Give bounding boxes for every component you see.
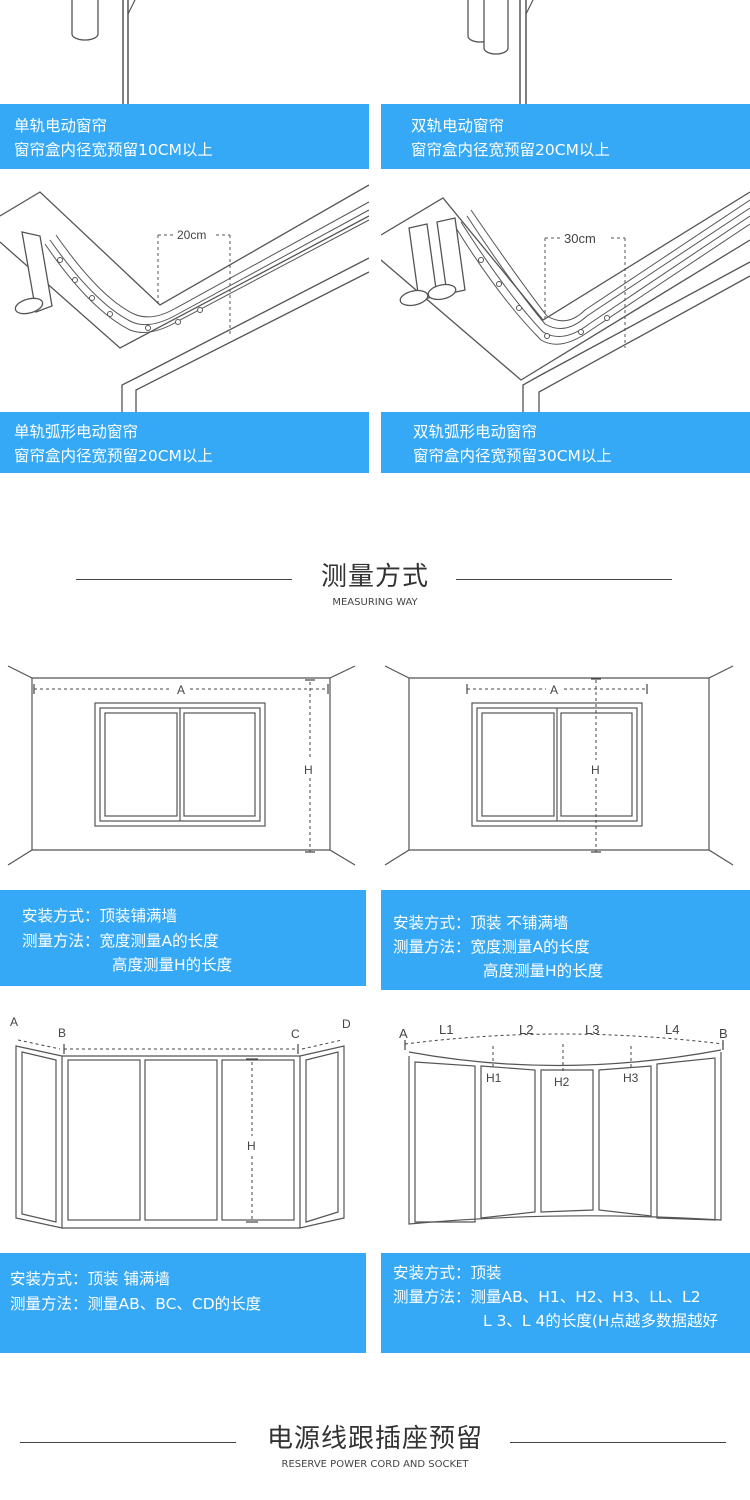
power-subtitle: RESERVE POWER CORD AND SOCKET [281, 1459, 469, 1470]
bay-label-d: D [342, 1017, 351, 1031]
single-arc-dim-label: 20cm [177, 228, 206, 242]
bay-window-install: 安装方式：顶装 铺满墙 [10, 1270, 170, 1288]
bay-label-h: H [247, 1139, 256, 1153]
double-arc-dim-label: 30cm [564, 231, 596, 246]
arc-label-l4: L4 [665, 1022, 679, 1037]
arc-label-h2: H2 [554, 1075, 570, 1089]
single-arc-rail-caption: 单轨弧形电动窗帘 窗帘盒内径宽预留20CM以上 [0, 412, 369, 473]
partial-wall-label-h: H [591, 763, 600, 777]
full-wall-install: 安装方式：顶装铺满墙 [22, 907, 178, 925]
arc-label-l2: L2 [519, 1022, 533, 1037]
double-arc-rail-note: 窗帘盒内径宽预留30CM以上 [413, 447, 612, 465]
measuring-subtitle: MEASURING WAY [332, 597, 418, 608]
full-wall-label-a: A [177, 683, 185, 697]
partial-wall-install: 安装方式：顶装 不铺满墙 [393, 914, 569, 932]
full-wall-window-diagram: A H [7, 665, 356, 866]
bay-window-method: 测量方法：测量AB、BC、CD的长度 [10, 1295, 262, 1313]
bay-label-c: C [291, 1027, 300, 1041]
partial-wall-height: 高度测量H的长度 [483, 962, 604, 980]
partial-wall-window-diagram: A H [384, 665, 734, 866]
arc-label-b: B [719, 1026, 728, 1041]
measuring-divider-left [76, 579, 292, 580]
full-wall-method: 测量方法：宽度测量A的长度 [22, 932, 219, 950]
arc-window-method: 测量方法：测量AB、H1、H2、H3、LL、L2 [393, 1288, 701, 1306]
bay-window-diagram: A B C D H [10, 1015, 351, 1229]
arc-label-a: A [399, 1026, 408, 1041]
single-arc-rail-title: 单轨弧形电动窗帘 [14, 423, 139, 441]
single-arc-rail-illustration: 20cm [0, 184, 369, 412]
single-rail-note: 窗帘盒内径宽预留10CM以上 [14, 141, 213, 159]
single-rail-illustration [0, 0, 369, 104]
measuring-title: 测量方式 [320, 562, 429, 592]
arc-label-h3: H3 [623, 1071, 639, 1085]
single-arc-rail-note: 窗帘盒内径宽预留20CM以上 [14, 447, 213, 465]
bay-label-b: B [58, 1026, 66, 1040]
double-arc-rail-caption: 双轨弧形电动窗帘 窗帘盒内径宽预留30CM以上 [381, 412, 750, 473]
power-divider-right [510, 1442, 726, 1443]
double-rail-illustration [381, 0, 750, 104]
arc-label-l1: L1 [439, 1022, 453, 1037]
full-wall-height: 高度测量H的长度 [112, 956, 233, 974]
full-wall-label-h: H [304, 763, 313, 777]
arc-window-diagram: A L1 L2 L3 L4 B H1 H2 H3 [399, 1022, 728, 1225]
partial-wall-method: 测量方法：宽度测量A的长度 [393, 938, 590, 956]
double-arc-rail-illustration: 30cm [381, 191, 750, 412]
power-title: 电源线跟插座预留 [266, 1424, 483, 1454]
full-wall-caption: 安装方式：顶装铺满墙 测量方法：宽度测量A的长度 高度测量H的长度 [0, 890, 366, 986]
bay-window-caption: 安装方式：顶装 铺满墙 测量方法：测量AB、BC、CD的长度 [0, 1253, 366, 1353]
double-rail-note: 窗帘盒内径宽预留20CM以上 [411, 141, 610, 159]
partial-wall-label-a: A [550, 683, 558, 697]
arc-window-install: 安装方式：顶装 [393, 1264, 502, 1282]
measuring-divider-right [456, 579, 672, 580]
partial-wall-caption: 安装方式：顶装 不铺满墙 测量方法：宽度测量A的长度 高度测量H的长度 [381, 890, 750, 990]
power-divider-left [20, 1442, 236, 1443]
single-rail-caption: 单轨电动窗帘 窗帘盒内径宽预留10CM以上 [0, 104, 369, 169]
bay-label-a: A [10, 1015, 18, 1029]
arc-window-caption: 安装方式：顶装 测量方法：测量AB、H1、H2、H3、LL、L2 L 3、L 4… [381, 1253, 750, 1353]
arc-label-h1: H1 [486, 1071, 502, 1085]
arc-window-lengths: L 3、L 4的长度(H点越多数据越好 [483, 1312, 719, 1330]
double-rail-title: 双轨电动窗帘 [411, 117, 505, 135]
single-rail-title: 单轨电动窗帘 [14, 117, 108, 135]
double-arc-rail-title: 双轨弧形电动窗帘 [413, 423, 538, 441]
arc-label-l3: L3 [585, 1022, 599, 1037]
double-rail-caption: 双轨电动窗帘 窗帘盒内径宽预留20CM以上 [381, 104, 750, 169]
